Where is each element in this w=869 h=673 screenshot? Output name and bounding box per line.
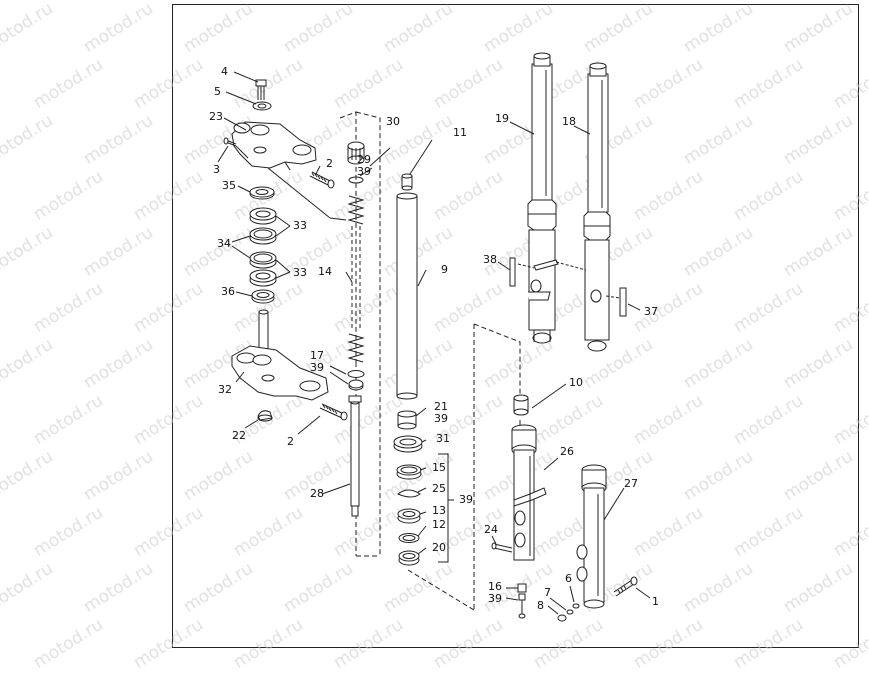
part-24-bolt: [491, 542, 513, 553]
callout-2-lower: 2: [287, 435, 294, 448]
part-34-lower-race: [249, 251, 277, 269]
part-15-bushing: [396, 464, 422, 480]
callout-19: 19: [495, 112, 509, 125]
callout-17: 17: [310, 349, 324, 362]
fork-exploded-diagram: [217, 52, 651, 622]
part-5-washer: [252, 101, 272, 111]
part-27-outer-slider: [576, 464, 607, 609]
part-25-retaining-clip: [397, 489, 421, 498]
part-7-washer: [566, 609, 574, 615]
callout-39-21: 39: [434, 412, 448, 425]
callout-18: 18: [562, 115, 576, 128]
assembly-outline-left: [339, 111, 381, 557]
part-39-spacer: [348, 379, 364, 391]
part-21-bushing: [397, 410, 417, 430]
part-6-nut: [572, 603, 580, 609]
part-31-oil-seal: [393, 435, 423, 453]
callout-31: 31: [436, 432, 450, 445]
callout-23: 23: [209, 110, 223, 123]
callout-5: 5: [214, 85, 221, 98]
part-37-bracket: [605, 287, 641, 317]
part-14-spring: [347, 195, 365, 363]
callout-26: 26: [560, 445, 574, 458]
callout-20: 20: [432, 541, 446, 554]
callout-39-bottom: 39: [488, 592, 502, 605]
part-34-upper-race: [249, 227, 277, 245]
callout-1: 1: [652, 595, 659, 608]
callout-11: 11: [453, 126, 467, 139]
callout-32: 32: [218, 383, 232, 396]
part-18-inner-tube: [583, 62, 611, 352]
callout-39-top: 39: [357, 165, 371, 178]
callout-25: 25: [432, 482, 446, 495]
part-19-inner-tube: [527, 52, 557, 344]
part-17-washer: [347, 370, 365, 378]
callout-4: 4: [221, 65, 228, 78]
part-1-axle-bolt: [613, 576, 638, 597]
callout-10: 10: [569, 376, 583, 389]
callout-6: 6: [565, 572, 572, 585]
callout-28: 28: [310, 487, 324, 500]
part-16-drain-bolt: [517, 583, 527, 619]
part-33-upper-bearing: [249, 207, 277, 225]
part-22-cap: [257, 410, 273, 422]
callout-37: 37: [644, 305, 658, 318]
callout-30: 30: [386, 115, 400, 128]
part-10-bushing: [513, 394, 529, 416]
callout-39-mid: 39: [310, 361, 324, 374]
callout-24: 24: [484, 523, 498, 536]
callout-36: 36: [221, 285, 235, 298]
assembly-outline-right: [407, 323, 521, 611]
callout-15: 15: [432, 461, 446, 474]
callout-12: 12: [432, 518, 446, 531]
leader-lines-middle: [329, 147, 427, 555]
callout-21: 21: [434, 400, 448, 413]
callout-27: 27: [624, 477, 638, 490]
part-9-fork-tube: [396, 192, 418, 400]
callout-35: 35: [222, 179, 236, 192]
callout-14: 14: [318, 265, 332, 278]
callout-33-lower: 33: [293, 266, 307, 279]
callout-39-group: 39: [459, 493, 473, 506]
callout-3: 3: [213, 163, 220, 176]
part-29-oring: [348, 176, 364, 184]
callout-8: 8: [537, 599, 544, 612]
part-26-outer-slider: [511, 424, 547, 561]
callout-34: 34: [217, 237, 231, 250]
callout-16: 16: [488, 580, 502, 593]
part-13-seal: [397, 508, 421, 524]
callout-2-upper: 2: [326, 157, 333, 170]
callout-13: 13: [432, 504, 446, 517]
part-32-lower-clamp-stem: [231, 309, 329, 401]
part-12-washer: [398, 533, 420, 543]
callout-22: 22: [232, 429, 246, 442]
callout-7: 7: [544, 586, 551, 599]
part-20-bushing: [398, 550, 420, 566]
part-39-group-bracket: [438, 453, 449, 563]
callout-9: 9: [441, 263, 448, 276]
part-30-cap-bolt: [347, 141, 365, 165]
callout-29: 29: [357, 153, 371, 166]
callout-33-upper: 33: [293, 219, 307, 232]
part-4-bolt: [255, 79, 267, 100]
leader-lines-left: [217, 71, 347, 435]
part-2-upper-bolt: [309, 171, 335, 189]
part-3-pinch-bolt: [223, 137, 237, 147]
part-33-lower-bearing: [249, 269, 277, 287]
part-8-bolt: [557, 614, 567, 622]
callout-38: 38: [483, 253, 497, 266]
part-2-lower-bolt: [319, 403, 348, 421]
part-11-bushing: [401, 173, 413, 191]
part-38-bracket: [509, 257, 587, 287]
part-28-damper-rod: [348, 395, 362, 517]
part-36-seal: [251, 289, 275, 304]
